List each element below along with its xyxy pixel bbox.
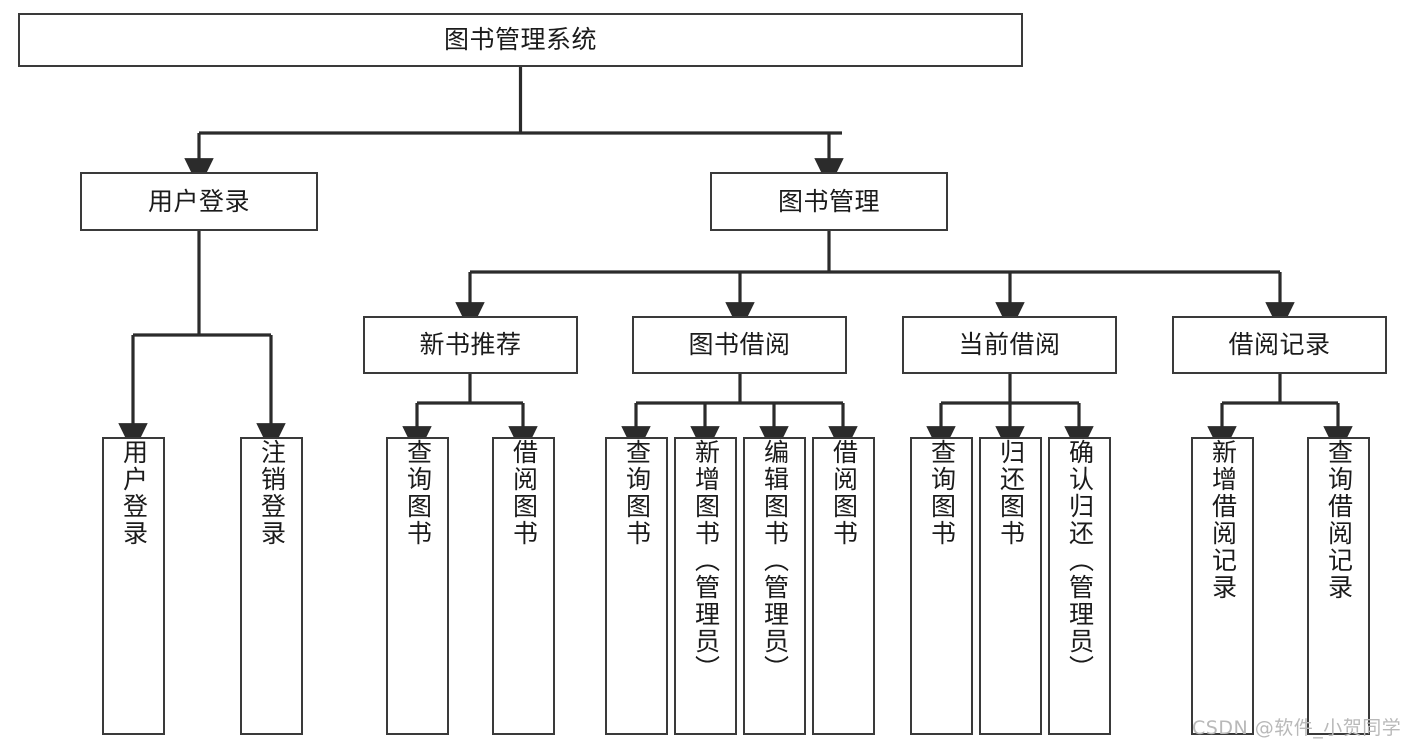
node-leaf-add-book[interactable]: 新增图书（管理员） <box>674 437 737 735</box>
node-new-book-recommend-label: 新书推荐 <box>419 330 522 360</box>
node-leaf-query-book-1[interactable]: 查询图书 <box>386 437 449 735</box>
node-leaf-query-book-2-label: 查询图书 <box>622 439 652 547</box>
node-leaf-query-record-label: 查询借阅记录 <box>1324 439 1354 601</box>
node-leaf-borrow-book-2-label: 借阅图书 <box>829 439 859 547</box>
node-leaf-add-book-label: 新增图书（管理员） <box>691 439 721 682</box>
node-root[interactable]: 图书管理系统 <box>18 13 1023 67</box>
node-leaf-query-book-1-label: 查询图书 <box>403 439 433 547</box>
node-leaf-user-login-label: 用户登录 <box>119 439 149 547</box>
node-root-label: 图书管理系统 <box>443 25 597 55</box>
node-book-borrow[interactable]: 图书借阅 <box>632 316 847 374</box>
node-new-book-recommend[interactable]: 新书推荐 <box>363 316 578 374</box>
node-user-login[interactable]: 用户登录 <box>80 172 318 231</box>
node-leaf-confirm-return[interactable]: 确认归还（管理员） <box>1048 437 1111 735</box>
node-leaf-borrow-book-2[interactable]: 借阅图书 <box>812 437 875 735</box>
node-current-borrow[interactable]: 当前借阅 <box>902 316 1117 374</box>
node-borrow-record[interactable]: 借阅记录 <box>1172 316 1387 374</box>
node-leaf-edit-book-label: 编辑图书（管理员） <box>760 439 790 682</box>
node-leaf-add-record[interactable]: 新增借阅记录 <box>1191 437 1254 735</box>
node-leaf-borrow-book-1[interactable]: 借阅图书 <box>492 437 555 735</box>
node-leaf-query-book-3-label: 查询图书 <box>927 439 957 547</box>
node-leaf-query-book-3[interactable]: 查询图书 <box>910 437 973 735</box>
watermark-text: CSDN @软件_小贺同学 <box>1192 717 1402 739</box>
node-leaf-confirm-return-label: 确认归还（管理员） <box>1065 439 1095 682</box>
node-leaf-logout[interactable]: 注销登录 <box>240 437 303 735</box>
node-current-borrow-label: 当前借阅 <box>958 330 1061 360</box>
node-leaf-edit-book[interactable]: 编辑图书（管理员） <box>743 437 806 735</box>
node-book-management-label: 图书管理 <box>777 186 880 216</box>
node-leaf-borrow-book-1-label: 借阅图书 <box>509 439 539 547</box>
node-leaf-user-login[interactable]: 用户登录 <box>102 437 165 735</box>
node-borrow-record-label: 借阅记录 <box>1228 330 1331 360</box>
node-book-management[interactable]: 图书管理 <box>710 172 948 231</box>
node-leaf-return-book[interactable]: 归还图书 <box>979 437 1042 735</box>
node-leaf-return-book-label: 归还图书 <box>996 439 1026 547</box>
node-leaf-query-book-2[interactable]: 查询图书 <box>605 437 668 735</box>
node-user-login-label: 用户登录 <box>147 186 250 216</box>
node-leaf-add-record-label: 新增借阅记录 <box>1208 439 1238 601</box>
node-book-borrow-label: 图书借阅 <box>688 330 791 360</box>
node-leaf-logout-label: 注销登录 <box>257 439 287 547</box>
node-leaf-query-record[interactable]: 查询借阅记录 <box>1307 437 1370 735</box>
